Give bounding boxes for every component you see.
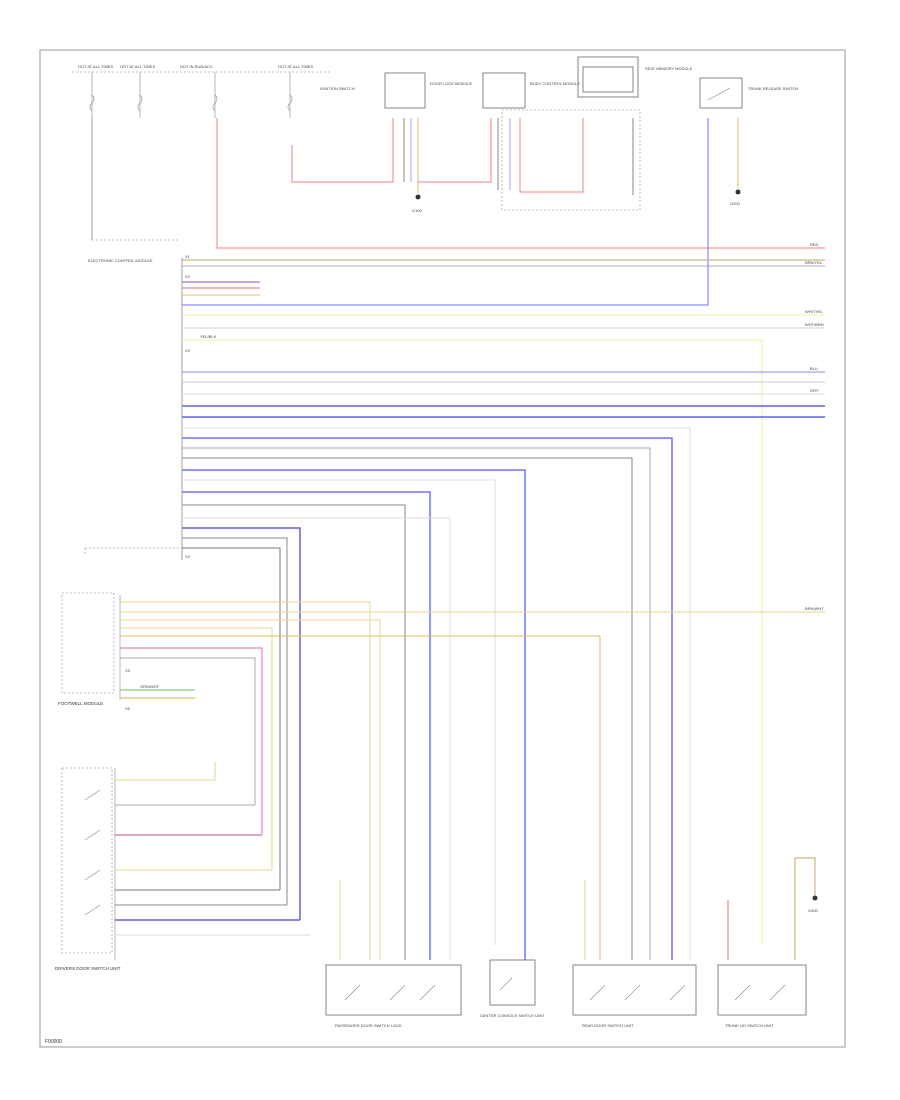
connector-x5: X5 <box>125 668 131 673</box>
ecm-label: ELECTRONIC CONTROL MODULE <box>88 258 153 263</box>
wire-grnwht: GRN/WHT <box>140 684 160 689</box>
ignition-switch-label: IGNITION SWITCH <box>320 86 355 91</box>
left-drop: ELECTRONIC CONTROL MODULE <box>88 118 180 263</box>
fuse-group: HOT AT ALL TIMES HOT AT ALL TIMES HOT IN… <box>72 64 330 118</box>
top-wiring: G100 G200 RED <box>182 118 825 306</box>
seat-memory-module-label: SEAT MEMORY MODULE <box>645 66 693 71</box>
passenger-door-switch-label: PASSENGER DOOR SWITCH LOCK <box>335 1023 402 1028</box>
footwell-module: FOOTWELL MODULE BRN/WHT GRN/WHT <box>58 592 825 960</box>
connector-x2: X2 <box>185 274 191 279</box>
connector-ids: X1 X2 X3 X4 X5 X6 <box>125 254 191 711</box>
driver-door-switch: DRIVERS DOOR SWITCH UNIT <box>55 762 310 971</box>
ground-2-label: G200 <box>730 201 741 206</box>
bottom-switch-units: PASSENGER DOOR SWITCH LOCK CENTER CONSOL… <box>325 857 819 1028</box>
fuse-1-label: HOT AT ALL TIMES <box>78 64 113 69</box>
wire-gry-1: GRY <box>810 388 819 393</box>
ecm-bus: BRN/YEL WHT/YEL WHT/BRN YEL/BLK BLU GRY <box>181 258 825 960</box>
wire-red-top: RED <box>810 242 819 247</box>
top-modules: DOOR LOCK MODULE BODY CONTROL MODULE SEA… <box>320 56 798 211</box>
fuse-2-label: HOT AT ALL TIMES <box>120 64 155 69</box>
footwell-module-label: FOOTWELL MODULE <box>58 701 103 706</box>
wire-blu-1: BLU <box>810 366 818 371</box>
trunk-lid-switch-label: TRUNK LID SWITCH UNIT <box>725 1023 774 1028</box>
body-control-module-label: BODY CONTROL MODULE <box>530 81 580 86</box>
wire-yelblk: YEL/BLK <box>200 334 217 339</box>
connector-x6: X6 <box>125 706 131 711</box>
connector-x3: X3 <box>185 348 191 353</box>
fuse-4-label: HOT AT ALL TIMES <box>278 64 313 69</box>
door-lock-module-label: DOOR LOCK MODULE <box>430 81 473 86</box>
footer-code: F00000 <box>45 1039 62 1045</box>
ground-1-label: G100 <box>412 208 423 213</box>
connector-x4: X4 <box>185 554 191 559</box>
ground-3-label: G300 <box>808 908 819 913</box>
driver-door-switch-label: DRIVERS DOOR SWITCH UNIT <box>55 966 121 971</box>
center-console-label: CENTER CONSOLE SWITCH UNIT <box>480 1013 545 1018</box>
wire-brnyel: BRN/YEL <box>805 260 823 265</box>
trunk-switch-label: TRUNK RELEASE SWITCH <box>748 86 798 91</box>
fuse-3-label: HOT IN RUN/ACC <box>180 64 213 69</box>
wire-whtyel: WHT/YEL <box>805 309 824 314</box>
diagram-border <box>39 49 846 1048</box>
connector-x1: X1 <box>185 254 191 259</box>
wire-whtbrn: WHT/BRN <box>805 322 824 327</box>
rear-door-switch-label: REAR DOOR SWITCH UNIT <box>582 1023 634 1028</box>
wire-brnwht: BRN/WHT <box>805 606 824 611</box>
